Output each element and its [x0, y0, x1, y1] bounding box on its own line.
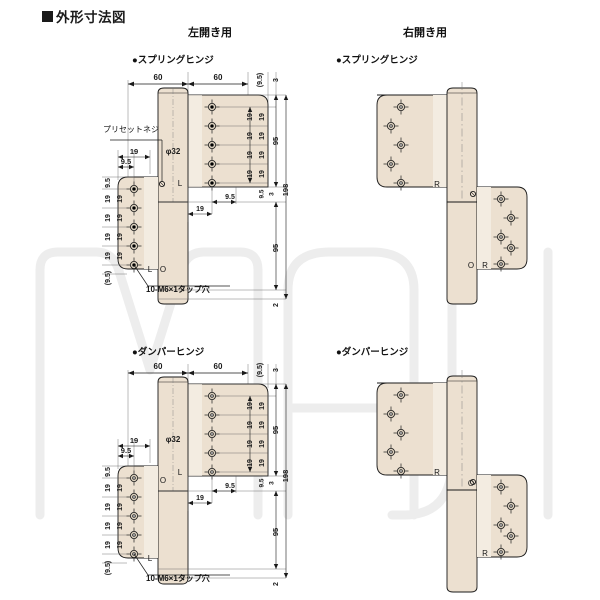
- dim-pitch-1: 19: [247, 113, 254, 121]
- dim-inner-19: 19: [196, 495, 204, 502]
- pivot-marker: O: [468, 261, 474, 270]
- hand-marker-lower: R: [482, 549, 488, 558]
- dim-inner-9-5: 9.5: [225, 194, 235, 201]
- dim-top-left-60: 60: [154, 73, 163, 82]
- title-square-marker: [42, 10, 53, 22]
- dim-top-right-60: 60: [214, 362, 223, 371]
- dim-lower-95: 95: [271, 528, 280, 536]
- dim-pitch-outer-1: 19: [259, 113, 266, 121]
- dim-pitch-outer-3: 19: [259, 151, 266, 159]
- page-title: 外形寸法図: [42, 6, 126, 26]
- dim-left-edge-19: 19: [130, 436, 138, 445]
- dim-pitch-outer-3: 19: [259, 440, 266, 448]
- dim-overall-198: 198: [281, 470, 290, 483]
- dim-mid-9-5: 9.5: [259, 189, 266, 198]
- pivot-marker: O: [468, 479, 474, 488]
- column-header-right: 右開き用: [403, 27, 447, 39]
- dim-pitch-4: 19: [247, 170, 254, 178]
- drawing-spring-right: R O R: [355, 72, 545, 307]
- subheader-damper-right: ●ダンパーヒンジ: [336, 347, 409, 358]
- hand-marker-upper: L: [178, 179, 183, 188]
- hand-marker-lower: R: [482, 261, 488, 270]
- dim-left-top-9-5: 9.5: [105, 178, 112, 188]
- dim-inner-9-5: 9.5: [225, 483, 235, 490]
- dim-left-edge-9-5: 9.5: [121, 446, 131, 455]
- dim-top-left-60: 60: [154, 362, 163, 371]
- dim-pitch-2: 19: [247, 421, 254, 429]
- dim-left-pitch-outer-4: 19: [117, 541, 124, 549]
- dim-top-3: 3: [273, 78, 280, 82]
- dim-left-pitch-outer-2: 19: [117, 503, 124, 511]
- subheader-spring-right: ●スプリングヒンジ: [336, 55, 418, 66]
- dim-left-edge-19: 19: [130, 147, 138, 156]
- pivot-marker: O: [160, 476, 166, 485]
- dim-left-top-9-5: 9.5: [105, 467, 112, 477]
- dim-upper-95: 95: [271, 137, 280, 145]
- dim-left-pitch-2: 19: [105, 503, 112, 511]
- dim-top-right-60: 60: [214, 73, 223, 82]
- hand-marker-upper: R: [434, 468, 440, 477]
- dim-overall-198: 198: [281, 184, 290, 197]
- drawing-damper-left: 60 60 (9.5) 3 φ32: [100, 356, 320, 596]
- drawing-damper-right: R O R: [355, 360, 545, 595]
- drawing-spring-left: 60 60 (9.5) 3 φ32: [100, 62, 320, 317]
- dim-top-9-5: (9.5): [257, 363, 264, 377]
- dim-barrel-diameter: φ32: [166, 435, 181, 444]
- subheader-damper-left: ●ダンパーヒンジ: [132, 347, 205, 358]
- callout-preset-screw: プリセットネジ: [103, 125, 159, 134]
- dim-pitch-outer-4: 19: [259, 170, 266, 178]
- hand-marker-lower: L: [148, 265, 153, 274]
- hinge-barrel-lower: [446, 201, 478, 305]
- subheader-spring-left: ●スプリングヒンジ: [132, 55, 214, 66]
- hand-marker-upper: L: [178, 468, 183, 477]
- dim-left-pitch-outer-1: 19: [117, 484, 124, 492]
- dim-left-pitch-1: 19: [105, 484, 112, 492]
- hinge-barrel-lower: [157, 490, 189, 585]
- dim-pitch-outer-2: 19: [259, 132, 266, 140]
- dim-left-pitch-1: 19: [105, 195, 112, 203]
- dim-pitch-3: 19: [247, 440, 254, 448]
- dim-left-pitch-4: 19: [105, 252, 112, 260]
- hinge-barrel-lower: [446, 489, 478, 593]
- dim-pitch-4: 19: [247, 459, 254, 467]
- dim-left-bottom-9-5: (9.5): [105, 561, 112, 575]
- dim-left-pitch-4: 19: [105, 541, 112, 549]
- dim-mid-3: 3: [269, 481, 276, 485]
- dim-left-edge-9-5: 9.5: [121, 157, 131, 166]
- page-title-text: 外形寸法図: [56, 10, 126, 25]
- dim-bottom-2: 2: [273, 303, 280, 307]
- pivot-marker: O: [160, 265, 166, 274]
- dim-top-3: 3: [273, 368, 280, 372]
- dim-pitch-outer-2: 19: [259, 421, 266, 429]
- dim-lower-95: 95: [271, 244, 280, 252]
- dim-pitch-outer-4: 19: [259, 459, 266, 467]
- dim-barrel-diameter: φ32: [166, 147, 181, 156]
- dim-pitch-1: 19: [247, 402, 254, 410]
- dim-top-9-5: (9.5): [257, 73, 264, 87]
- dim-pitch-3: 19: [247, 151, 254, 159]
- dim-left-pitch-outer-3: 19: [117, 522, 124, 530]
- dim-mid-9-5: 9.5: [259, 478, 266, 487]
- dim-left-pitch-3: 19: [105, 522, 112, 530]
- dim-left-pitch-3: 19: [105, 233, 112, 241]
- dim-inner-19: 19: [196, 206, 204, 213]
- column-header-left: 左開き用: [188, 27, 232, 39]
- dim-left-pitch-outer-2: 19: [117, 214, 124, 222]
- dim-pitch-outer-1: 19: [259, 402, 266, 410]
- dim-mid-3: 3: [269, 192, 276, 196]
- dim-bottom-2: 2: [273, 582, 280, 586]
- dim-pitch-2: 19: [247, 132, 254, 140]
- dim-left-pitch-outer-1: 19: [117, 195, 124, 203]
- dim-left-pitch-outer-3: 19: [117, 233, 124, 241]
- dim-left-pitch-outer-4: 19: [117, 252, 124, 260]
- callout-tap-hole: 10-M6×1タップ穴: [146, 285, 210, 294]
- dim-left-pitch-2: 19: [105, 214, 112, 222]
- hand-marker-upper: R: [434, 180, 440, 189]
- callout-tap-hole: 10-M6×1タップ穴: [146, 574, 210, 583]
- hand-marker-lower: L: [148, 554, 153, 563]
- dim-upper-95: 95: [271, 426, 280, 434]
- dim-left-bottom-9-5: (9.5): [105, 271, 112, 285]
